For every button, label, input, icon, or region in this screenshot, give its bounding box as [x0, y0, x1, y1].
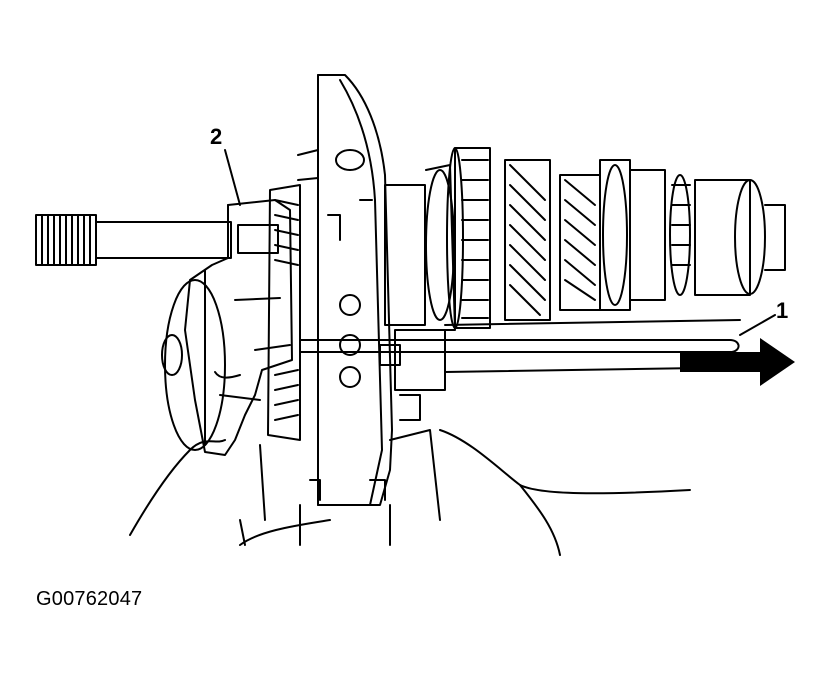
leader-line-1: [739, 314, 776, 336]
housing-outline: [129, 429, 691, 556]
output-flange: [161, 279, 226, 451]
shift-fork: [184, 199, 293, 456]
pinion-gear: [267, 184, 301, 441]
center-plate: [297, 74, 393, 506]
callout-2-label: 2: [210, 124, 223, 149]
pull-direction-arrow: [680, 338, 795, 386]
callout-1-label: 1: [776, 298, 789, 323]
case-body: [259, 429, 441, 546]
figure-id-label: G00762047: [36, 588, 143, 610]
leader-lines: [224, 149, 776, 336]
gear-cluster: [384, 147, 786, 331]
input-shaft: [35, 214, 232, 266]
leader-line-2: [224, 149, 241, 206]
shift-rail: [299, 319, 741, 421]
